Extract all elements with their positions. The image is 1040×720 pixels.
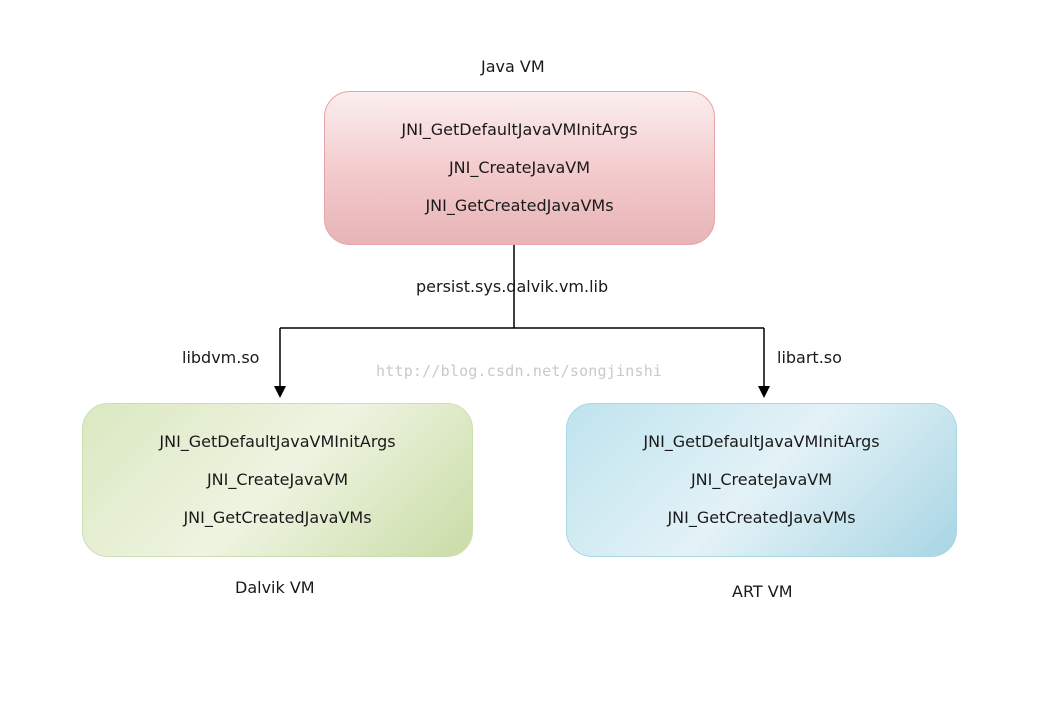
art-vm-function: JNI_GetDefaultJavaVMInitArgs (643, 432, 880, 451)
art-vm-title: ART VM (732, 582, 793, 601)
art-vm-function: JNI_CreateJavaVM (690, 470, 833, 489)
dalvik-vm-function: JNI_GetCreatedJavaVMs (183, 508, 372, 527)
dalvik-vm-box: JNI_GetDefaultJavaVMInitArgs JNI_CreateJ… (82, 403, 473, 557)
java-vm-function: JNI_GetCreatedJavaVMs (425, 196, 614, 215)
java-vm-function: JNI_CreateJavaVM (448, 158, 591, 177)
dalvik-vm-function: JNI_CreateJavaVM (206, 470, 349, 489)
dalvik-arrowhead (274, 386, 286, 398)
art-lib-label: libart.so (777, 348, 842, 367)
watermark: http://blog.csdn.net/songjinshi (376, 362, 663, 380)
dalvik-vm-title: Dalvik VM (235, 578, 315, 597)
property-label: persist.sys.dalvik.vm.lib (416, 277, 609, 296)
java-vm-function: JNI_GetDefaultJavaVMInitArgs (401, 120, 638, 139)
art-arrowhead (758, 386, 770, 398)
java-vm-box: JNI_GetDefaultJavaVMInitArgs JNI_CreateJ… (324, 91, 715, 245)
dalvik-vm-function: JNI_GetDefaultJavaVMInitArgs (159, 432, 396, 451)
art-vm-box: JNI_GetDefaultJavaVMInitArgs JNI_CreateJ… (566, 403, 957, 557)
dalvik-lib-label: libdvm.so (182, 348, 260, 367)
java-vm-title: Java VM (481, 57, 545, 76)
art-vm-function: JNI_GetCreatedJavaVMs (667, 508, 856, 527)
